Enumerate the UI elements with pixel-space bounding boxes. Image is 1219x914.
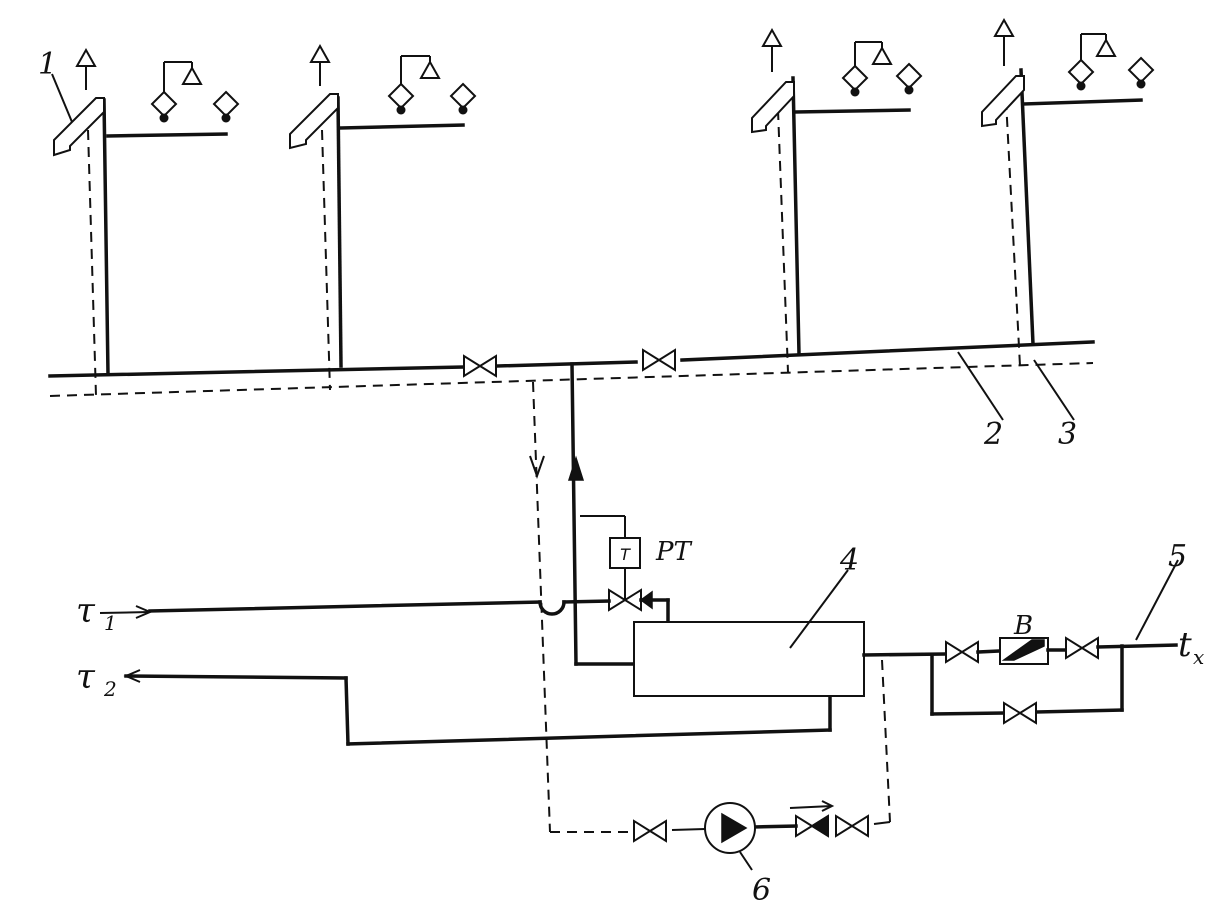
label-heater: 4 xyxy=(839,543,859,578)
pump-valve-left xyxy=(633,820,667,842)
fixture-valve-icon xyxy=(896,63,922,96)
label-supply-main: 2 xyxy=(983,417,1003,452)
bypass-valve xyxy=(1003,702,1037,724)
riser-1 xyxy=(53,49,239,397)
vent-icon xyxy=(994,19,1014,37)
heating-supply-line xyxy=(99,598,670,624)
cold-water-inlet xyxy=(862,559,1179,724)
temperature-regulator: T xyxy=(580,515,653,611)
label-recirc-main: 3 xyxy=(1058,417,1077,452)
flow-down-arrow-icon xyxy=(529,455,545,480)
water-heater xyxy=(633,621,865,697)
vent-icon xyxy=(76,49,96,67)
riser-4 xyxy=(981,19,1154,367)
tau2-arrow-icon xyxy=(123,669,141,683)
label-tx-sub: x xyxy=(1193,645,1204,669)
vent-icon xyxy=(310,45,330,63)
inlet-valve-1 xyxy=(945,641,979,663)
heating-return-line xyxy=(123,669,832,746)
leader-1 xyxy=(51,73,73,123)
fixture-valve-icon xyxy=(388,83,414,116)
riser-head-2 xyxy=(289,93,339,150)
fixture-valve-icon xyxy=(1128,57,1154,90)
fixture-valve-icon xyxy=(1068,59,1094,92)
regulator-mark: T xyxy=(620,545,631,564)
leader-3 xyxy=(1033,359,1075,421)
riser-head-4 xyxy=(981,75,1025,128)
leader-2 xyxy=(957,351,1004,421)
check-valve-icon xyxy=(835,815,869,837)
recirculation-down-pipe xyxy=(529,381,632,833)
fixture-valve-icon xyxy=(213,91,239,124)
inlet-valve-2 xyxy=(1065,637,1099,659)
fixture-valve-icon xyxy=(450,83,476,116)
flow-up-arrow-icon xyxy=(567,455,585,481)
pump-icon xyxy=(721,812,748,844)
label-tau2: τ xyxy=(76,657,96,697)
label-tx: t xyxy=(1178,625,1192,665)
label-riser: 1 xyxy=(38,47,57,82)
riser-3 xyxy=(751,29,922,373)
main-valve-right xyxy=(642,349,676,371)
riser-head-1 xyxy=(53,97,105,157)
label-meter: B xyxy=(1013,611,1033,641)
riser-head-3 xyxy=(751,81,795,134)
shower-head-icon xyxy=(872,47,892,65)
label-tau1-sub: 1 xyxy=(104,611,117,635)
recirculation-main-pipe xyxy=(49,362,1094,397)
supply-main-pipe xyxy=(48,340,1095,378)
shower-head-icon xyxy=(1096,39,1116,57)
vent-icon xyxy=(762,29,782,47)
supply-riser-from-heater xyxy=(567,362,636,666)
fixture-valve-icon xyxy=(151,91,177,124)
fixture-valve-icon xyxy=(842,65,868,98)
label-tau1: τ xyxy=(76,591,96,631)
recirculation-return-line xyxy=(633,659,891,871)
main-valve-left xyxy=(463,355,497,377)
label-pump: 6 xyxy=(752,873,771,908)
leader-4 xyxy=(789,569,849,649)
label-cold-inlet: 5 xyxy=(1168,539,1187,574)
regulator-label: PT xyxy=(655,537,692,567)
tau1-arrow-icon xyxy=(135,605,153,619)
riser-2 xyxy=(289,45,476,391)
shower-head-icon xyxy=(420,61,440,79)
flow-direction-arrow xyxy=(789,805,833,809)
label-tau2-sub: 2 xyxy=(103,677,117,701)
shower-head-icon xyxy=(182,67,202,85)
